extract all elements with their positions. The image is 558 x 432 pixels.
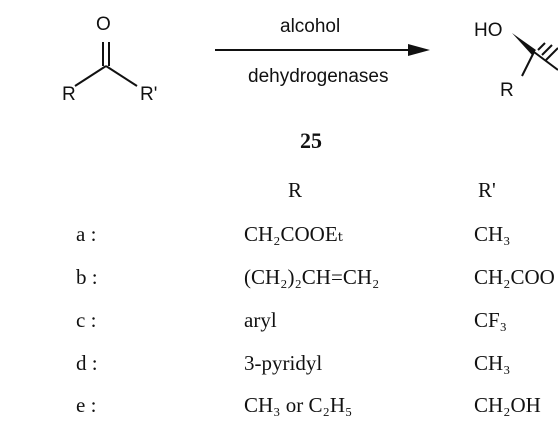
row-r-value: (CH₂)₂CH=CH₂: [244, 265, 380, 289]
row-r-value: CH₂COOEₜ: [244, 222, 343, 246]
row-key: c :: [76, 308, 97, 332]
row-r-prime-value: CH₃: [474, 351, 511, 375]
r-prime-group-label: R': [140, 84, 158, 105]
arrow-top-label: alcohol: [280, 16, 341, 37]
row-key: b :: [76, 265, 98, 289]
ketone-structure: [74, 42, 138, 87]
row-r-prime-value: CH₂OH: [474, 393, 541, 417]
reaction-arrow: [215, 44, 430, 56]
row-r-prime-value: CH₂COO: [474, 265, 555, 289]
row-key: d :: [76, 351, 98, 375]
reaction-scheme: [74, 33, 558, 87]
r-group-label: R: [62, 84, 76, 105]
hydroxyl-label: HO: [474, 20, 503, 41]
arrow-bottom-label: dehydrogenases: [248, 66, 389, 87]
row-r-prime-value: CF₃: [474, 308, 508, 332]
alcohol-structure: [512, 33, 558, 77]
oxygen-label: O: [96, 14, 111, 35]
row-r-prime-value: CH₃: [474, 222, 511, 246]
header-r-prime: R': [478, 178, 496, 202]
row-r-value: 3-pyridyl: [244, 351, 323, 375]
row-r-value: aryl: [244, 308, 277, 332]
row-r-value: CH₃ or C₂H₅: [244, 393, 353, 417]
header-r: R: [288, 178, 303, 202]
row-key: e :: [76, 393, 97, 417]
product-r-label: R: [500, 80, 514, 101]
compound-number: 25: [300, 128, 322, 153]
row-key: a :: [76, 222, 97, 246]
